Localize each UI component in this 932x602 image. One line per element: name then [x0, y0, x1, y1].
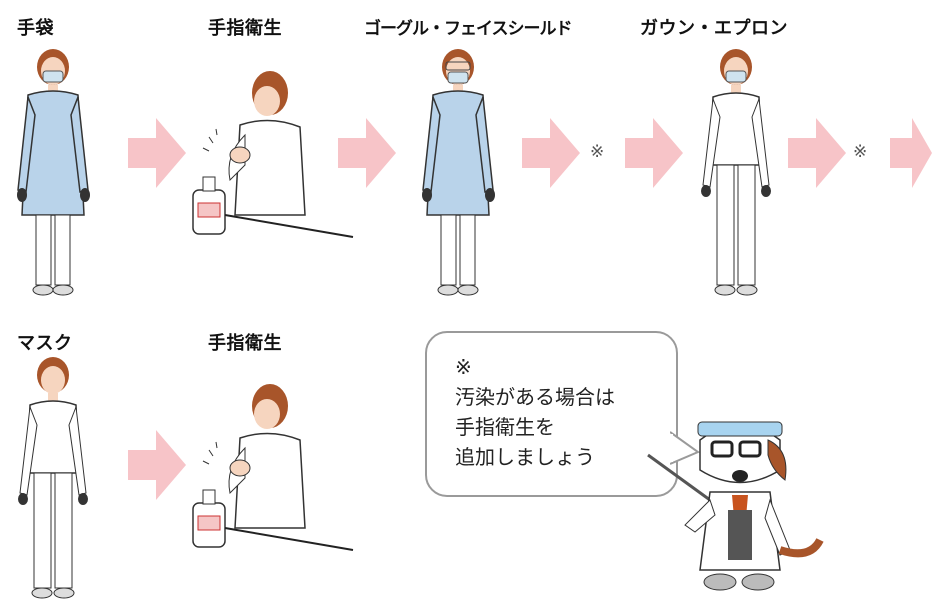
flow-arrow	[338, 118, 396, 188]
note-line: 手指衛生を	[455, 415, 555, 439]
step-label-gown-apron: ガウン・エプロン	[640, 18, 788, 39]
nurse-uniform-mask-illustration	[701, 49, 771, 296]
flow-arrow	[522, 118, 580, 188]
step-label-hand-hygiene-2: 手指衛生	[208, 333, 282, 354]
note-mark: ※	[455, 355, 472, 379]
nurse-gown-goggles-illustration	[422, 49, 495, 296]
step-label-mask: マスク	[17, 333, 73, 354]
asterisk-mark: ※	[853, 142, 868, 162]
flow-arrow	[788, 118, 846, 188]
hand-hygiene-illustration-1	[192, 71, 354, 238]
speech-bubble-tail	[670, 431, 700, 465]
step-label-goggles-faceshield: ゴーグル・フェイスシールド	[364, 19, 572, 39]
step-label-gloves: 手袋	[17, 18, 54, 39]
step-label-hand-hygiene-1: 手指衛生	[208, 18, 282, 39]
hand-hygiene-illustration-2	[192, 384, 354, 551]
flow-arrow	[128, 118, 186, 188]
speech-bubble	[425, 331, 678, 497]
nurse-uniform-illustration	[18, 357, 88, 599]
flow-arrow	[625, 118, 683, 188]
flow-arrow	[128, 430, 186, 500]
note-line: 汚染がある場合は	[455, 385, 615, 409]
note-line: 追加しましょう	[455, 445, 595, 469]
dog-doctor-character	[647, 421, 824, 591]
asterisk-mark: ※	[590, 142, 605, 162]
nurse-gown-gloves-illustration	[17, 49, 90, 296]
speech-bubble-text: ※ 汚染がある場合は 手指衛生を 追加しましょう	[455, 352, 615, 472]
flow-arrow	[890, 118, 932, 188]
